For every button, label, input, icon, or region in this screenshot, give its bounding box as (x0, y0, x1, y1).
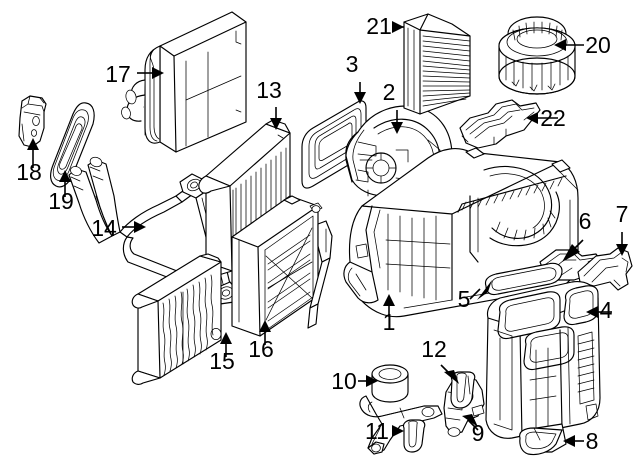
part-blower-motor-fan-wheel (498, 16, 576, 95)
part-blower-housing-seal (301, 100, 367, 189)
callout-label-17: 17 (105, 61, 131, 87)
part-evaporator-core-secondary (131, 253, 222, 385)
part-filter-housing-cover (459, 99, 541, 149)
part-refrigerant-line-manifold (359, 364, 443, 455)
callout-label-9: 9 (472, 420, 485, 446)
callout-label-7: 7 (616, 201, 629, 227)
callout-label-15: 15 (209, 348, 235, 374)
part-evaporator-frame-bracket (231, 195, 333, 337)
callout-labels: 1 2 3 4 5 6 7 8 9 10 11 12 13 14 15 16 1… (16, 13, 628, 454)
callout-label-8: 8 (586, 428, 599, 454)
callout-label-1: 1 (383, 309, 396, 335)
callout-label-16: 16 (248, 336, 274, 362)
callout-label-4: 4 (600, 297, 613, 323)
part-air-distribution-duct-case (485, 281, 601, 453)
callout-label-3: 3 (346, 51, 359, 77)
callout-label-10: 10 (331, 368, 357, 394)
callout-label-13: 13 (256, 77, 282, 103)
callout-label-22: 22 (540, 105, 566, 131)
part-cabin-air-filter (403, 13, 471, 115)
callout-label-19: 19 (48, 188, 74, 214)
part-temperature-sensor (18, 95, 47, 148)
callout-label-5: 5 (458, 286, 471, 312)
callout-leaders (27, 21, 628, 447)
part-mounting-bracket-arm (577, 247, 633, 291)
callout-label-21: 21 (366, 13, 392, 39)
callout-label-11: 11 (365, 418, 389, 444)
part-duct-gasket-seal (484, 262, 563, 296)
part-grommet-small (402, 419, 426, 453)
callout-label-18: 18 (16, 159, 42, 185)
part-oval-seal-gasket (50, 102, 95, 188)
part-drain-trim-duct (519, 427, 563, 456)
callout-label-14: 14 (91, 215, 117, 241)
callout-label-20: 20 (585, 32, 611, 58)
callout-label-2: 2 (383, 79, 396, 105)
callout-label-12: 12 (421, 336, 447, 362)
callout-label-6: 6 (579, 208, 592, 234)
